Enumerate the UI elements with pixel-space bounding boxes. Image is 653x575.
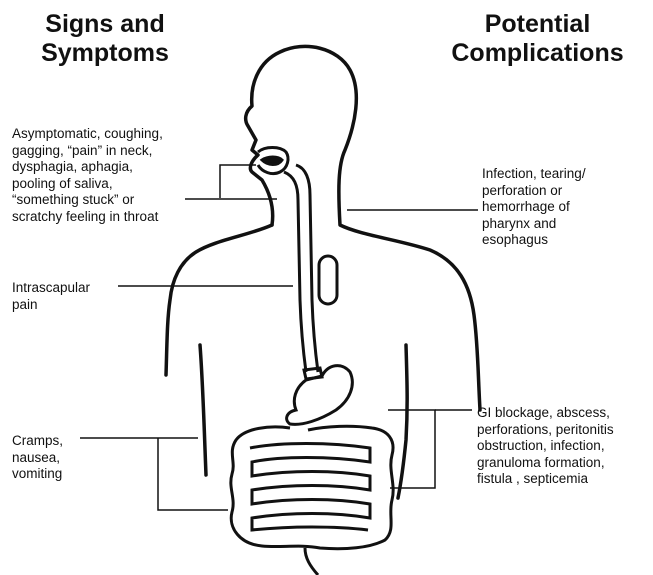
body-outline-left [166,225,272,375]
right-arm-inner [398,345,407,498]
tongue [262,157,282,165]
small-intestine [250,444,370,531]
cramps-callout-bracket [158,438,228,510]
lung-organ [319,256,337,304]
left-arm-inner [200,345,206,475]
stomach [287,366,353,425]
rectum [305,548,318,575]
body-outline [246,46,480,410]
lower-complication-bracket [388,410,435,488]
esophagus-left-wall [284,172,306,372]
